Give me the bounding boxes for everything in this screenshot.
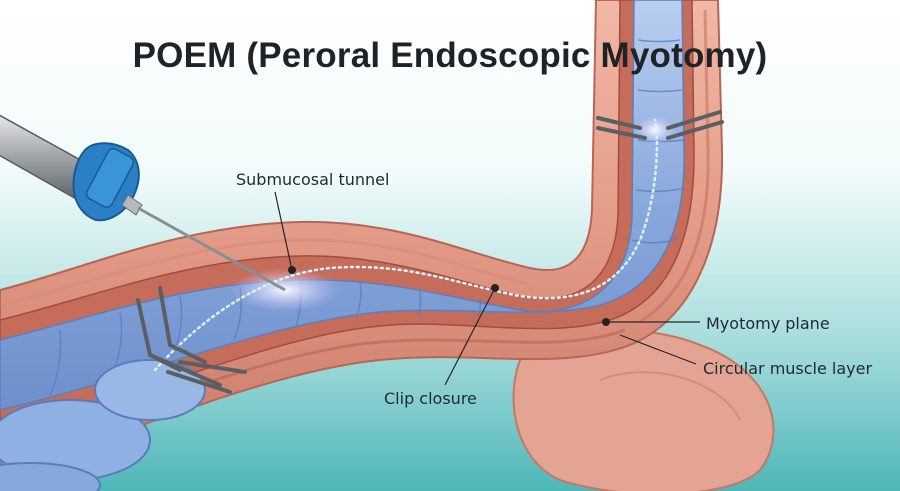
diagram-title: POEM (Peroral Endoscopic Myotomy) <box>132 36 768 75</box>
clip-icon <box>596 110 724 140</box>
label-myotomy-plane: Myotomy plane <box>706 314 830 333</box>
leader-clip-closure <box>444 287 496 386</box>
clip-icon <box>136 286 247 394</box>
endoscope-icon <box>0 114 286 292</box>
label-clip-closure: Clip closure <box>384 389 477 408</box>
leader-submucosal-tunnel <box>274 191 293 271</box>
label-submucosal-tunnel: Submucosal tunnel <box>236 170 390 189</box>
submucosal-tunnel-path <box>153 118 659 372</box>
label-circular-muscle-layer: Circular muscle layer <box>703 359 873 378</box>
leader-circular-muscle <box>619 334 697 365</box>
